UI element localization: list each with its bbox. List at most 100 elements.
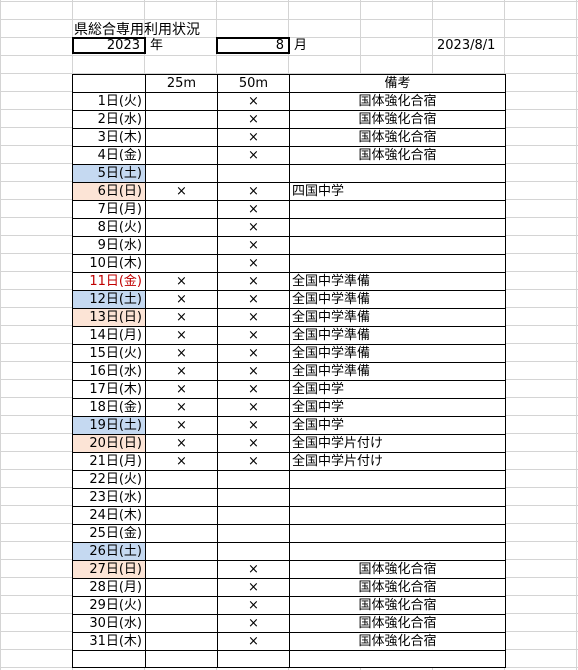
pool-25m-cell[interactable] — [145, 254, 218, 273]
pool-25m-cell[interactable] — [145, 92, 218, 111]
pool-25m-cell[interactable]: × — [145, 272, 218, 291]
day-cell[interactable]: 19日(土) — [72, 416, 146, 435]
pool-50m-cell[interactable]: × — [217, 110, 290, 129]
notes-cell[interactable]: 国体強化合宿 — [289, 614, 506, 633]
pool-25m-cell[interactable] — [145, 578, 218, 597]
notes-cell[interactable]: 全国中学準備 — [289, 362, 506, 381]
empty-cell[interactable] — [72, 650, 146, 668]
pool-50m-cell[interactable]: × — [217, 326, 290, 345]
day-cell[interactable]: 15日(火) — [72, 344, 146, 363]
pool-50m-cell[interactable]: × — [217, 416, 290, 435]
pool-25m-cell[interactable] — [145, 218, 218, 237]
pool-25m-cell[interactable] — [145, 128, 218, 147]
notes-cell[interactable] — [289, 506, 506, 525]
notes-cell[interactable]: 国体強化合宿 — [289, 632, 506, 651]
day-cell[interactable]: 17日(木) — [72, 380, 146, 399]
notes-cell[interactable]: 全国中学準備 — [289, 290, 506, 309]
pool-25m-cell[interactable]: × — [145, 452, 218, 471]
pool-25m-cell[interactable] — [145, 596, 218, 615]
pool-50m-cell[interactable]: × — [217, 290, 290, 309]
pool-50m-cell[interactable]: × — [217, 182, 290, 201]
day-cell[interactable]: 9日(水) — [72, 236, 146, 255]
pool-50m-cell[interactable]: × — [217, 452, 290, 471]
pool-50m-cell[interactable]: × — [217, 632, 290, 651]
day-cell[interactable]: 1日(火) — [72, 92, 146, 111]
pool-25m-cell[interactable]: × — [145, 434, 218, 453]
pool-50m-cell[interactable] — [217, 164, 290, 183]
pool-25m-cell[interactable] — [145, 560, 218, 579]
day-cell[interactable]: 3日(木) — [72, 128, 146, 147]
notes-cell[interactable]: 全国中学準備 — [289, 326, 506, 345]
day-cell[interactable]: 23日(水) — [72, 488, 146, 507]
pool-25m-cell[interactable] — [145, 506, 218, 525]
column-header-day[interactable] — [72, 74, 146, 93]
pool-50m-cell[interactable]: × — [217, 218, 290, 237]
pool-25m-cell[interactable] — [145, 146, 218, 165]
day-cell[interactable]: 26日(土) — [72, 542, 146, 561]
empty-cell[interactable] — [289, 650, 506, 668]
pool-25m-cell[interactable]: × — [145, 326, 218, 345]
notes-cell[interactable]: 国体強化合宿 — [289, 596, 506, 615]
pool-25m-cell[interactable] — [145, 236, 218, 255]
pool-25m-cell[interactable] — [145, 110, 218, 129]
notes-cell[interactable]: 全国中学片付け — [289, 452, 506, 471]
pool-25m-cell[interactable] — [145, 200, 218, 219]
day-cell[interactable]: 31日(木) — [72, 632, 146, 651]
day-cell[interactable]: 30日(水) — [72, 614, 146, 633]
month-unit-label[interactable]: 月 — [294, 38, 308, 53]
notes-cell[interactable]: 国体強化合宿 — [289, 128, 506, 147]
notes-cell[interactable]: 国体強化合宿 — [289, 560, 506, 579]
notes-cell[interactable]: 全国中学片付け — [289, 434, 506, 453]
notes-cell[interactable]: 全国中学準備 — [289, 344, 506, 363]
notes-cell[interactable]: 国体強化合宿 — [289, 110, 506, 129]
pool-25m-cell[interactable] — [145, 164, 218, 183]
pool-50m-cell[interactable]: × — [217, 614, 290, 633]
notes-cell[interactable] — [289, 524, 506, 543]
pool-25m-cell[interactable] — [145, 632, 218, 651]
year-cell[interactable]: 2023 — [72, 37, 146, 54]
day-cell[interactable]: 16日(水) — [72, 362, 146, 381]
day-cell[interactable]: 25日(金) — [72, 524, 146, 543]
pool-50m-cell[interactable]: × — [217, 272, 290, 291]
column-header-50m[interactable]: 50m — [217, 74, 290, 93]
pool-50m-cell[interactable] — [217, 488, 290, 507]
notes-cell[interactable]: 国体強化合宿 — [289, 578, 506, 597]
day-cell[interactable]: 7日(月) — [72, 200, 146, 219]
notes-cell[interactable] — [289, 200, 506, 219]
pool-25m-cell[interactable]: × — [145, 416, 218, 435]
pool-50m-cell[interactable]: × — [217, 200, 290, 219]
pool-50m-cell[interactable]: × — [217, 560, 290, 579]
day-cell[interactable]: 24日(木) — [72, 506, 146, 525]
notes-cell[interactable] — [289, 236, 506, 255]
pool-50m-cell[interactable]: × — [217, 362, 290, 381]
pool-25m-cell[interactable]: × — [145, 290, 218, 309]
notes-cell[interactable] — [289, 470, 506, 489]
pool-25m-cell[interactable]: × — [145, 380, 218, 399]
day-cell[interactable]: 20日(日) — [72, 434, 146, 453]
day-cell[interactable]: 14日(月) — [72, 326, 146, 345]
year-unit-label[interactable]: 年 — [150, 38, 164, 53]
notes-cell[interactable] — [289, 254, 506, 273]
pool-50m-cell[interactable]: × — [217, 380, 290, 399]
day-cell[interactable]: 6日(日) — [72, 182, 146, 201]
day-cell[interactable]: 11日(金) — [72, 272, 146, 291]
pool-25m-cell[interactable]: × — [145, 362, 218, 381]
column-header-notes[interactable]: 備考 — [289, 74, 506, 93]
day-cell[interactable]: 22日(火) — [72, 470, 146, 489]
pool-50m-cell[interactable] — [217, 542, 290, 561]
pool-50m-cell[interactable]: × — [217, 128, 290, 147]
day-cell[interactable]: 18日(金) — [72, 398, 146, 417]
pool-25m-cell[interactable]: × — [145, 344, 218, 363]
pool-25m-cell[interactable]: × — [145, 308, 218, 327]
pool-50m-cell[interactable]: × — [217, 236, 290, 255]
pool-25m-cell[interactable] — [145, 470, 218, 489]
day-cell[interactable]: 8日(火) — [72, 218, 146, 237]
date-cell[interactable]: 2023/8/1 — [437, 38, 496, 53]
day-cell[interactable]: 29日(火) — [72, 596, 146, 615]
pool-50m-cell[interactable] — [217, 470, 290, 489]
pool-25m-cell[interactable] — [145, 488, 218, 507]
pool-25m-cell[interactable]: × — [145, 398, 218, 417]
pool-25m-cell[interactable] — [145, 524, 218, 543]
notes-cell[interactable] — [289, 542, 506, 561]
notes-cell[interactable]: 国体強化合宿 — [289, 146, 506, 165]
